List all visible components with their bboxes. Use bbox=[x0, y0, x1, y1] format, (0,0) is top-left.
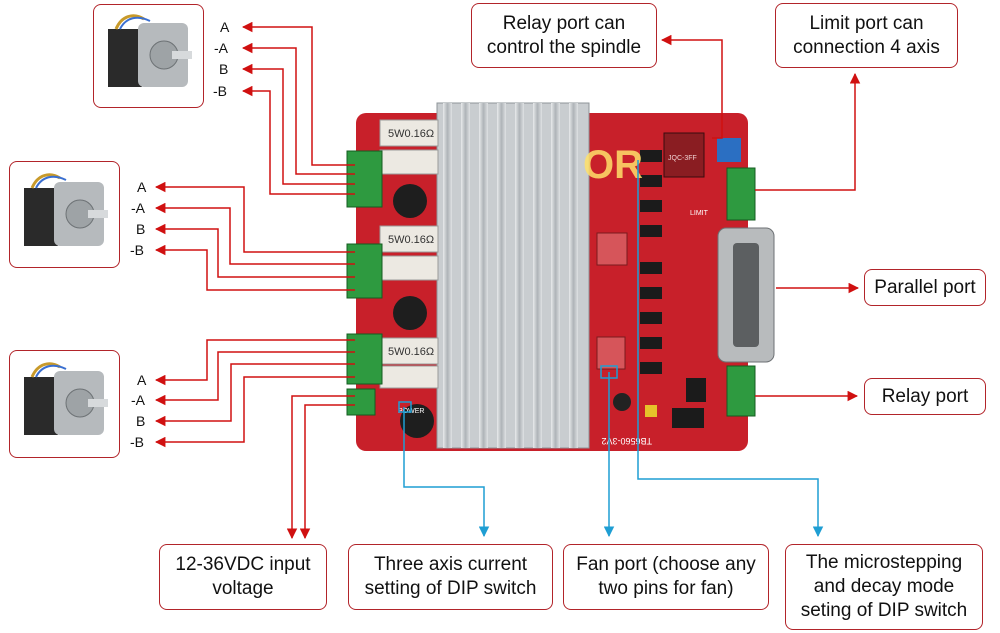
stepper-motor-icon bbox=[108, 14, 192, 87]
controller-board: JQC-3FF 5W0.16Ω 5 bbox=[346, 102, 775, 451]
callout-parallel-port: Parallel port bbox=[864, 269, 986, 306]
callout-current-dip: Three axis current setting of DIP switch bbox=[348, 544, 553, 610]
motor-terminal bbox=[346, 150, 383, 208]
resistor-label: 5W0.16Ω bbox=[388, 128, 434, 140]
motor2-wires bbox=[154, 181, 355, 291]
power-wires bbox=[286, 395, 355, 540]
callout-arrows bbox=[660, 34, 861, 402]
stepper-motor-icon bbox=[24, 362, 108, 435]
resistor-label: 5W0.16Ω bbox=[388, 346, 434, 358]
motor1-wires bbox=[241, 21, 355, 195]
watermark-text: OR bbox=[583, 143, 643, 187]
relay-label: JQC-3FF bbox=[668, 155, 697, 162]
motor3-pin-b: B bbox=[136, 413, 146, 429]
limit-label: LIMIT bbox=[690, 210, 709, 217]
motor3-pin-b-neg: -B bbox=[130, 434, 144, 450]
callout-relay-port: Relay port bbox=[864, 378, 986, 415]
motor-terminal bbox=[346, 333, 383, 385]
heatsink bbox=[436, 102, 590, 449]
callout-limit-port: Limit port can connection 4 axis bbox=[775, 3, 958, 68]
motor3-pin-a-neg: -A bbox=[131, 392, 145, 408]
motor-terminal bbox=[346, 243, 383, 299]
motor2-pin-b-neg: -B bbox=[130, 242, 144, 258]
model-label: TB6560-3V2 bbox=[601, 436, 652, 446]
motor1-pin-b-neg: -B bbox=[213, 83, 227, 99]
callout-input-voltage: 12-36VDC input voltage bbox=[159, 544, 327, 610]
stepper-motor-3 bbox=[9, 350, 120, 458]
callout-fan-port: Fan port (choose any two pins for fan) bbox=[563, 544, 769, 610]
stepper-motor-1 bbox=[93, 4, 204, 108]
power-terminal bbox=[346, 388, 376, 416]
dip-fan-arrows bbox=[403, 160, 824, 538]
motor1-pin-a-neg: -A bbox=[214, 40, 228, 56]
stepper-motor-icon bbox=[24, 173, 108, 246]
motor2-pin-a-neg: -A bbox=[131, 200, 145, 216]
motor2-pin-b: B bbox=[136, 221, 146, 237]
relay-terminal bbox=[726, 365, 756, 417]
callout-relay-spindle: Relay port can control the spindle bbox=[471, 3, 657, 68]
motor3-wires bbox=[154, 339, 355, 448]
motor2-pin-a: A bbox=[137, 179, 147, 195]
resistor-label: 5W0.16Ω bbox=[388, 234, 434, 246]
callout-microstep-dip: The microstepping and decay mode seting … bbox=[785, 544, 983, 630]
motor3-pin-a: A bbox=[137, 372, 147, 388]
limit-terminal bbox=[726, 167, 756, 221]
motor1-pin-a: A bbox=[220, 19, 230, 35]
stepper-motor-2 bbox=[9, 161, 120, 268]
motor1-pin-b: B bbox=[219, 61, 229, 77]
